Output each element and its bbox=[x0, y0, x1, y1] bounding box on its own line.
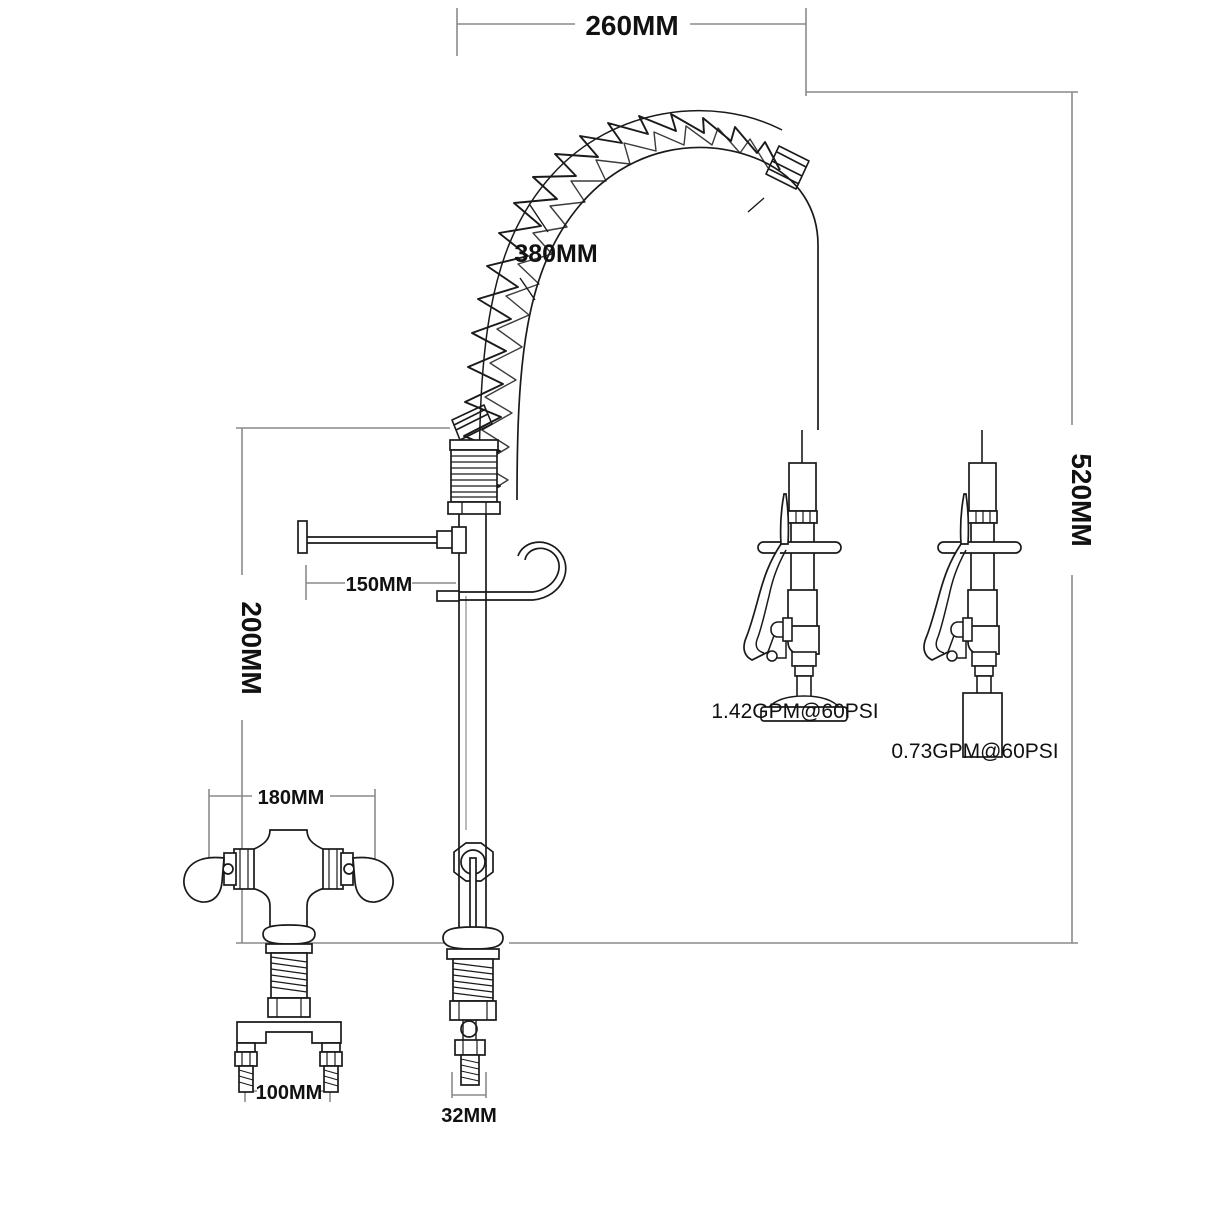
wall-bracket bbox=[297, 520, 467, 554]
spray-gun-narrow-nozzle bbox=[923, 429, 1022, 758]
dimension-label-380mm: 380MM bbox=[514, 240, 597, 268]
spring-base-sleeve bbox=[447, 439, 501, 515]
dimension-overall-width: 260MM bbox=[456, 8, 807, 96]
dimension-overall-height: 520MM bbox=[509, 91, 1097, 944]
dimension-mount-centers: 100MM bbox=[244, 1073, 331, 1104]
callout-flow-wide: 1.42GPM@60PSI bbox=[711, 700, 878, 723]
hose-hook bbox=[436, 541, 567, 602]
dimension-hose-height: 380MM bbox=[514, 197, 765, 301]
spring-coil-hose bbox=[451, 109, 819, 506]
riser-tube bbox=[458, 514, 487, 830]
riser-base-valve bbox=[442, 830, 504, 1086]
dimension-label-520mm: 520MM bbox=[1066, 453, 1097, 546]
spray-gun-wide-nozzle bbox=[743, 429, 848, 722]
dimension-label-180mm: 180MM bbox=[258, 787, 325, 809]
dimension-riser-height: 200MM bbox=[236, 427, 450, 944]
callout-flow-narrow: 0.73GPM@60PSI bbox=[891, 740, 1058, 763]
dimension-shank-size: 32MM bbox=[441, 1072, 497, 1127]
dimension-label-200mm: 200MM bbox=[236, 601, 267, 694]
dimension-bracket-reach: 150MM bbox=[305, 565, 456, 600]
dimension-label-100mm: 100MM bbox=[256, 1082, 323, 1104]
base-valve-assembly bbox=[183, 829, 394, 1093]
dimension-label-32mm: 32MM bbox=[441, 1105, 497, 1127]
dimension-label-260mm: 260MM bbox=[585, 10, 678, 41]
dimension-label-150mm: 150MM bbox=[346, 574, 413, 596]
